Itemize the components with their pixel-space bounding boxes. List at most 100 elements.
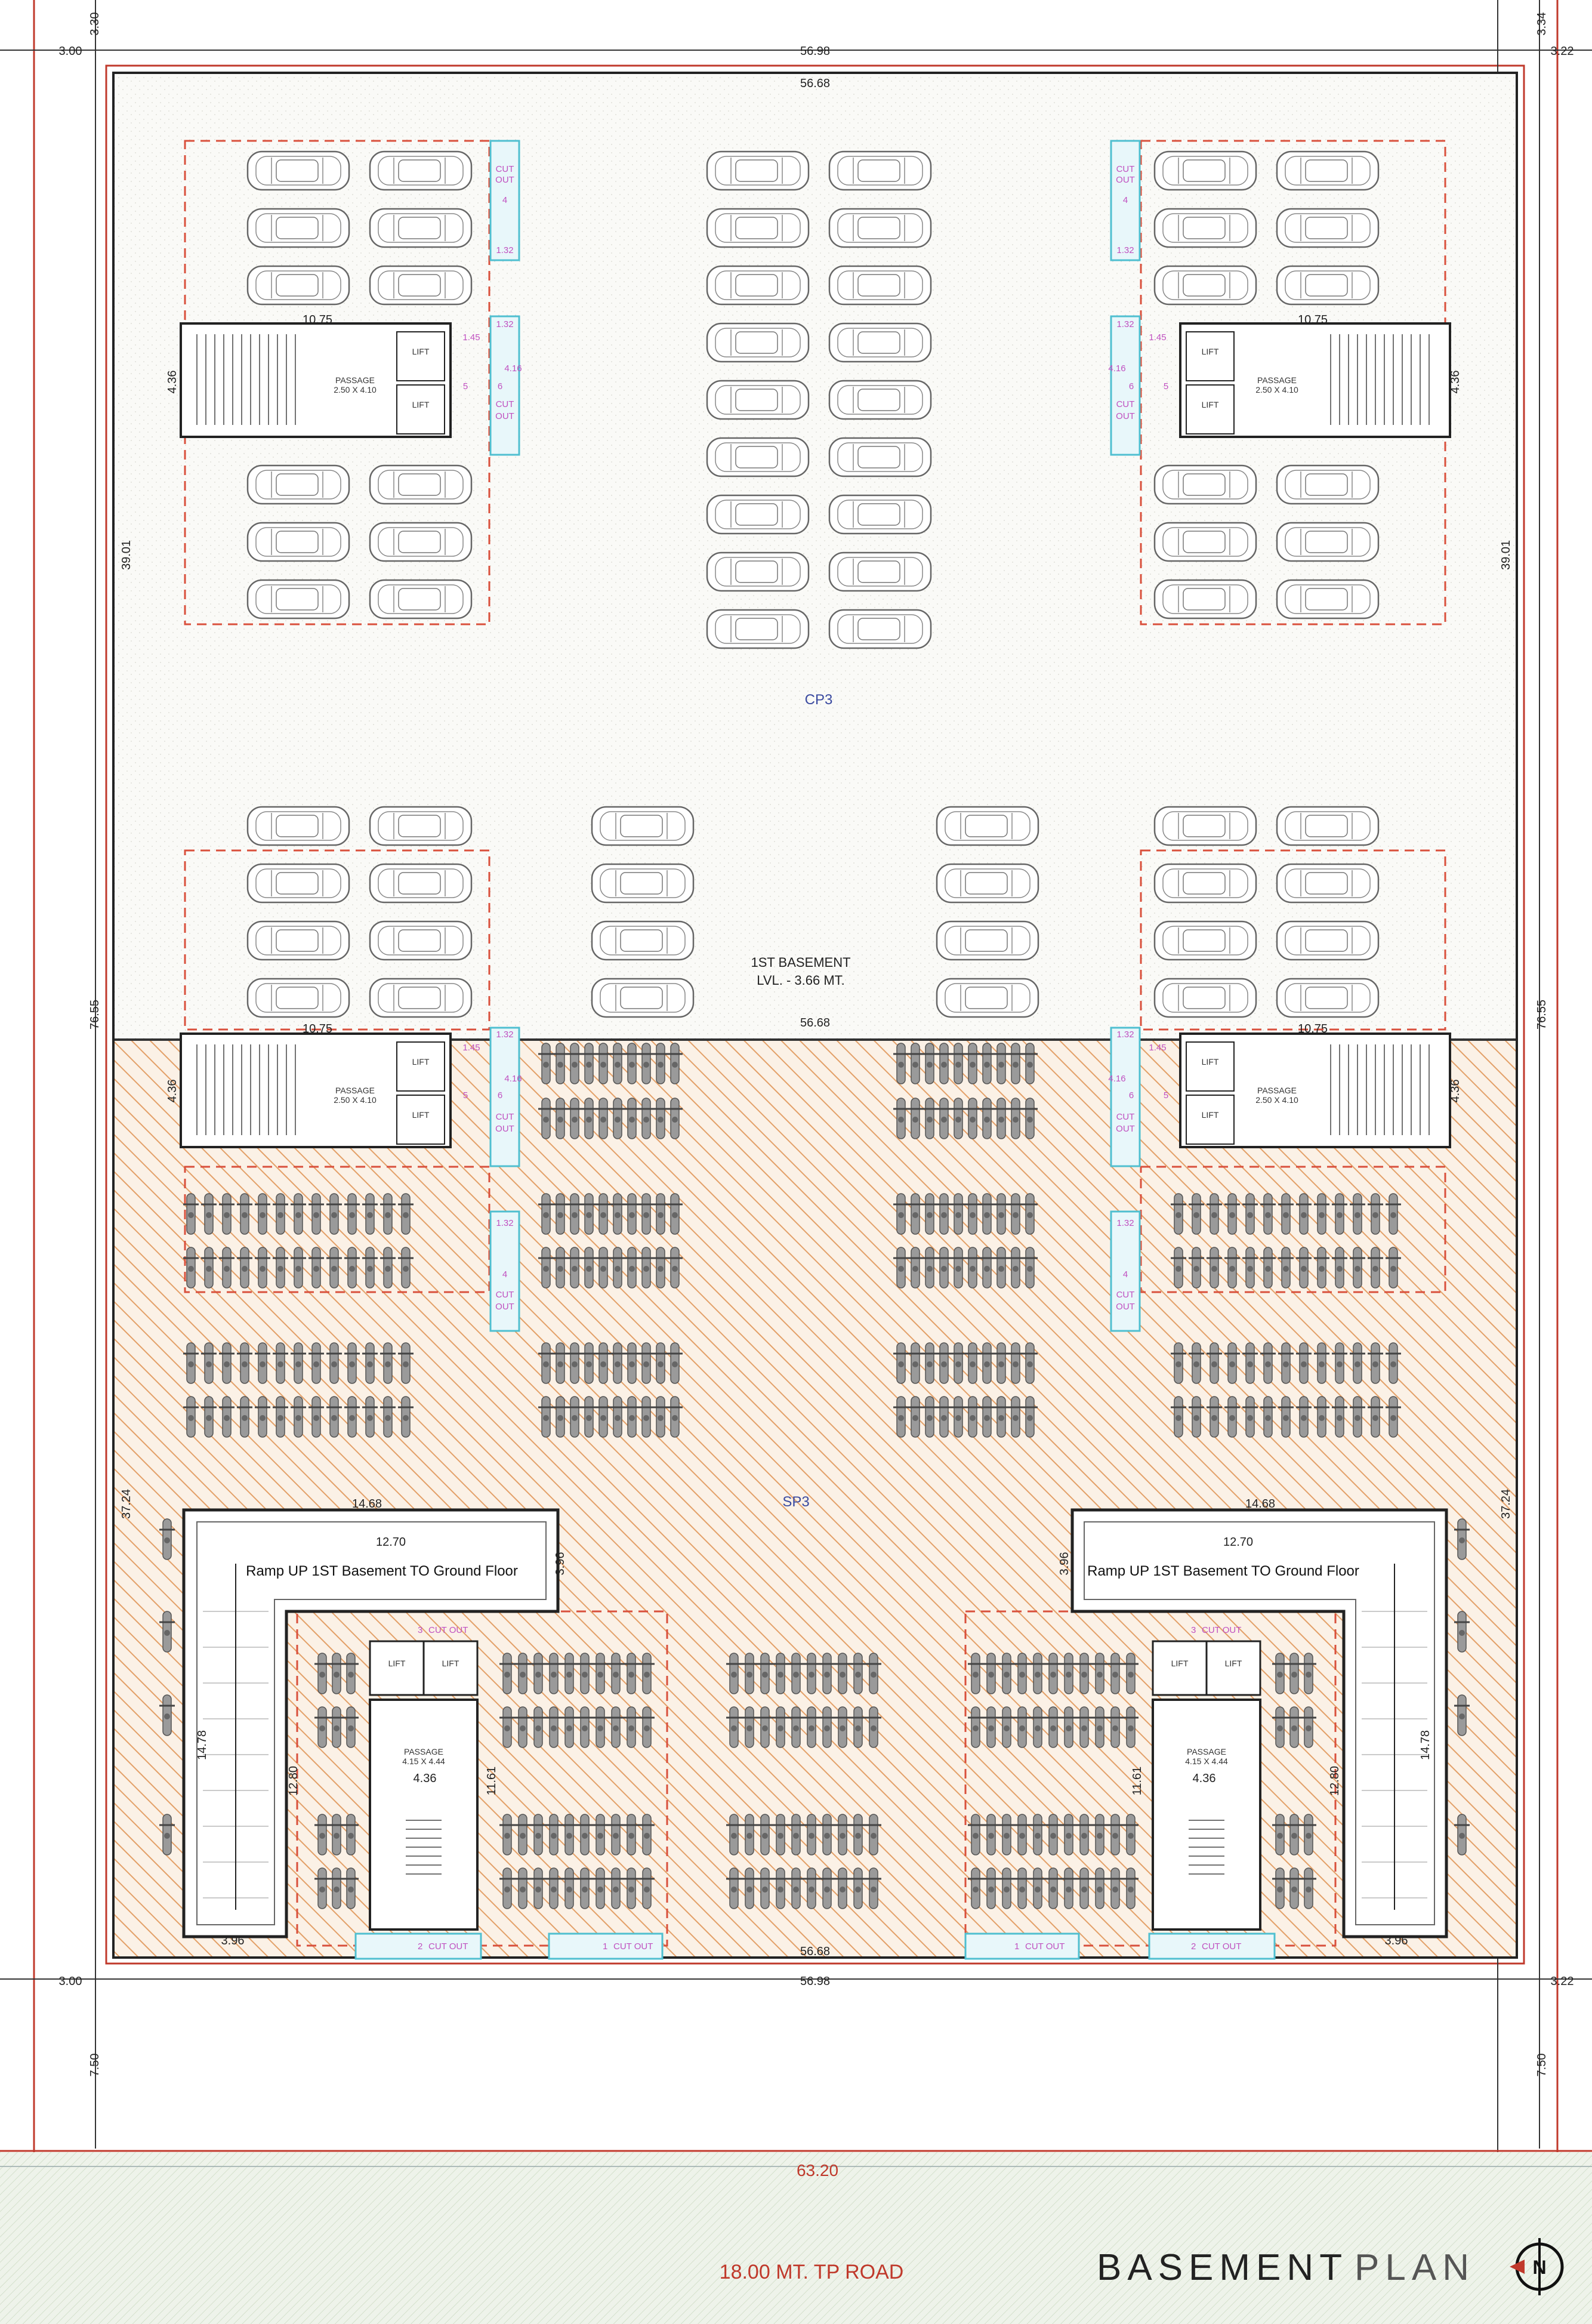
core-mid-left: LIFT LIFT PASSAGE 2.50 X 4.10 [180,1032,452,1148]
core-bottom-right: LIFT LIFT PASSAGE 4.15 X 4.44 [1152,1640,1261,1931]
lift-label: LIFT [1202,1110,1219,1120]
svg-text:4.36: 4.36 [1193,1772,1216,1785]
car-bay [369,208,473,248]
plan-title: BASEMENT PLAN N [1097,2238,1564,2295]
passage-label: PASSAGE [1187,1747,1226,1756]
car-bay [246,464,350,505]
car-bay [828,494,932,535]
svg-text:1.32: 1.32 [1116,1030,1134,1040]
svg-text:1.45: 1.45 [462,1043,480,1053]
cut-out-labels: CUT OUT CUT OUT CUT OUT CUT OUT CUT OUT … [418,164,1241,1952]
svg-text:5: 5 [1164,1090,1168,1101]
core-mid-right: LIFT LIFT PASSAGE 2.50 X 4.10 [1179,1032,1451,1148]
svg-text:CUT: CUT [496,1290,514,1300]
svg-text:4: 4 [1123,195,1128,205]
svg-text:56.68: 56.68 [800,1016,830,1030]
svg-text:OUT: OUT [495,1124,514,1134]
svg-text:4.36: 4.36 [166,371,179,394]
car-bay [1276,522,1380,562]
car-bay [369,464,473,505]
cut-outs [354,140,1276,1960]
car-bay [706,150,810,191]
svg-text:37.24: 37.24 [1500,1489,1513,1519]
svg-text:7.50: 7.50 [1535,2054,1548,2077]
car-bay [1153,150,1257,191]
car-bay [246,522,350,562]
svg-text:3.00: 3.00 [59,45,82,58]
car-bay [706,494,810,535]
svg-text:CUT OUT: CUT OUT [613,1941,653,1952]
car-bay [828,380,932,420]
svg-text:3.22: 3.22 [1551,1975,1574,1988]
passage-size: 2.50 X 4.10 [334,385,377,394]
svg-text:1.32: 1.32 [496,1218,513,1228]
car-bay [828,208,932,248]
north-arrow-icon: N [1510,2238,1564,2295]
lift-label: LIFT [412,1057,430,1067]
svg-text:14.68: 14.68 [352,1497,382,1511]
svg-text:CUT OUT: CUT OUT [428,1625,468,1635]
passage-label: PASSAGE [404,1747,443,1756]
svg-text:7.50: 7.50 [88,2054,101,2077]
svg-text:6: 6 [498,1090,502,1101]
car-bay [1153,978,1257,1018]
car-bay [936,806,1039,846]
svg-text:CUT: CUT [496,164,514,174]
car-bay [591,920,695,961]
svg-text:3.96: 3.96 [1385,1934,1408,1947]
svg-text:1.32: 1.32 [496,1030,513,1040]
lift-label: LIFT [1171,1659,1189,1668]
svg-text:CUT OUT: CUT OUT [1202,1625,1241,1635]
svg-text:1.32: 1.32 [496,245,513,255]
car-bay [246,920,350,961]
svg-text:CUT OUT: CUT OUT [1025,1941,1065,1952]
svg-text:4: 4 [502,195,507,205]
svg-text:14.78: 14.78 [196,1730,209,1760]
svg-text:CUT: CUT [1116,399,1135,409]
car-bay [706,609,810,649]
car-bay [369,522,473,562]
svg-text:5: 5 [463,381,468,392]
svg-text:6: 6 [1129,381,1134,392]
car-bay [706,265,810,306]
svg-text:5: 5 [463,1090,468,1101]
svg-text:OUT: OUT [1116,1302,1135,1312]
svg-text:6: 6 [1129,1090,1134,1101]
lift-label: LIFT [442,1659,459,1668]
car-bay [369,978,473,1018]
svg-text:3.22: 3.22 [1551,45,1574,58]
car-bay [369,920,473,961]
car-bay [936,863,1039,904]
svg-text:10.75: 10.75 [303,1022,332,1035]
road-width: 63.20 [797,2161,838,2180]
car-bay [1153,579,1257,619]
passage-label: PASSAGE [1257,375,1297,385]
svg-text:1: 1 [603,1941,607,1952]
passage-size: 2.50 X 4.10 [334,1095,377,1105]
lift-label: LIFT [1202,347,1219,356]
ramp-label: Ramp UP 1ST Basement TO Ground Floor [1087,1563,1359,1579]
basement-name: 1ST BASEMENT [751,955,850,970]
car-bay [706,322,810,363]
svg-text:OUT: OUT [495,175,514,185]
svg-text:11.61: 11.61 [485,1767,498,1796]
car-bay [1276,150,1380,191]
lift-label: LIFT [412,1110,430,1120]
title-sub: PLAN [1355,2247,1475,2288]
svg-text:OUT: OUT [495,411,514,421]
basement-level: LVL. - 3.66 MT. [757,973,845,988]
car-bay [1276,863,1380,904]
svg-text:3.34: 3.34 [1535,13,1548,36]
passage-label: PASSAGE [1257,1086,1297,1095]
sp3-zone [112,1038,1518,1959]
car-bay [246,978,350,1018]
svg-text:56.68: 56.68 [800,1945,830,1958]
svg-text:1.45: 1.45 [462,332,480,343]
svg-text:OUT: OUT [1116,1124,1135,1134]
svg-text:CUT: CUT [496,399,514,409]
ramp-left: Ramp UP 1ST Basement TO Ground Floor [182,1508,560,1938]
svg-text:1.32: 1.32 [1116,319,1134,329]
car-bay [828,150,932,191]
ramp-right: Ramp UP 1ST Basement TO Ground Floor [1070,1508,1448,1938]
